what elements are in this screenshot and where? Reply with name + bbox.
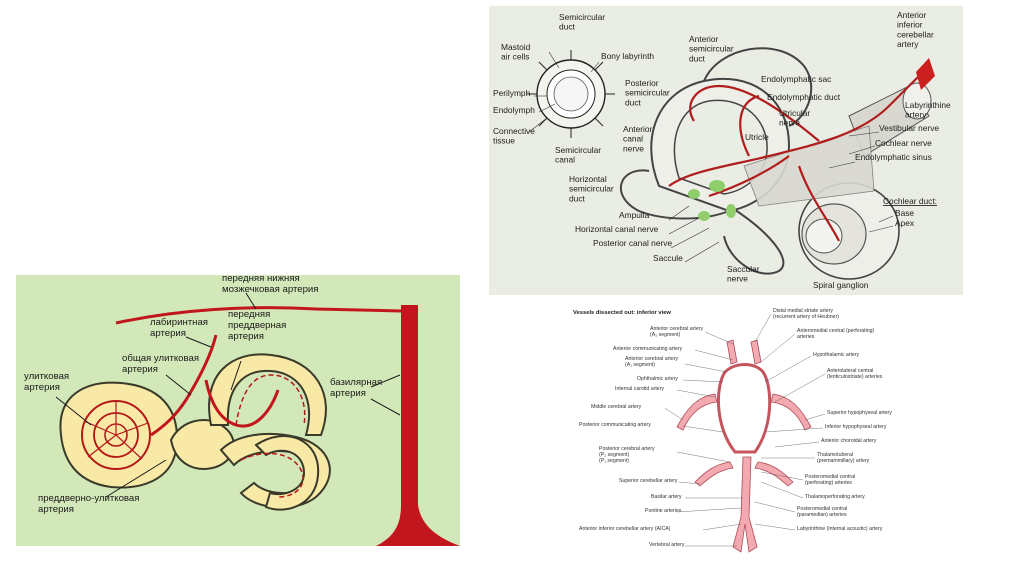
nerve-endings	[688, 180, 736, 221]
circle-of-willis-diagram: Vessels dissected out: inferior view	[573, 310, 812, 553]
circle-label-left-9: Basilar artery	[651, 494, 682, 500]
label-apex: Apex	[895, 218, 915, 228]
circle-label-right-1: Anteromedial central (perforating)arteri…	[797, 328, 875, 340]
circle-label-left-8: Superior cerebellar artery	[619, 478, 678, 484]
label-cochlear-duct: Cochlear duct:	[883, 196, 937, 206]
circle-label-right-9: Thalamoperforating artery	[805, 494, 865, 500]
label-endolymphatic-sinus: Endolymphatic sinus	[855, 152, 932, 162]
circle-ring	[716, 363, 772, 454]
russian-arteries	[115, 306, 402, 437]
circle-right-label-group: Distal medial striate artery(recurrent a…	[773, 308, 892, 532]
circle-labels-svg: Anterior cerebral artery(A₂ segment) Ant…	[579, 308, 892, 548]
circle-of-willis-panel: Vessels dissected out: inferior view	[565, 302, 915, 564]
basilar-artery	[376, 305, 460, 546]
circle-label-right-2: Hypothalamic artery	[813, 352, 860, 358]
circle-label-left-10: Pontine arteries	[645, 508, 682, 514]
circle-title: Vessels dissected out: inferior view	[573, 310, 671, 316]
circle-label-right-0: Distal medial striate artery(recurrent a…	[773, 308, 839, 320]
vestibule-canals	[169, 353, 331, 511]
label-ampulla: Ampulla	[619, 210, 650, 220]
cochlea-shape	[59, 381, 178, 489]
label-horizontal-canal-nerve: Horizontal canal nerve	[575, 224, 659, 234]
label-endolymphatic-duct: Endolymphatic duct	[767, 92, 841, 102]
circle-label-left-0: Anterior cerebral artery(A₂ segment)	[650, 326, 703, 338]
label-posterior-canal-nerve: Posterior canal nerve	[593, 238, 672, 248]
russian-dashed-vessels	[235, 374, 306, 498]
circle-label-right-4: Superior hypophyseal artery	[827, 410, 892, 416]
circle-label-right-11: Labyrinthine (internal acoustic) artery	[797, 526, 883, 532]
artery-tree	[676, 339, 812, 553]
ru-leader-lines	[55, 292, 401, 498]
circle-label-left-5: Middle cerebral artery	[591, 404, 642, 410]
label-saccule: Saccule	[653, 253, 683, 263]
aica-stump	[916, 58, 935, 90]
label-vestibular-nerve: Vestibular nerve	[879, 123, 939, 133]
ear-leader-lines	[528, 51, 894, 263]
circle-label-left-11: Anterior inferior cerebellar artery (AIC…	[579, 526, 671, 532]
circle-left-labels: Anterior cerebral artery(A₂ segment) Ant…	[565, 302, 915, 564]
label-endolymph: Endolymph	[493, 105, 535, 115]
circle-label-left-4: Internal carotid artery	[615, 386, 664, 392]
circle-label-left-1: Anterior communicating artery	[613, 346, 683, 352]
label-spiral-ganglion: Spiral ganglion	[813, 280, 869, 290]
circle-label-right-3: Anterolateral central(lenticulostriate) …	[827, 368, 883, 380]
circle-label-left-3: Ophthalmic artery	[637, 376, 678, 382]
semicircular-canal-cross-section	[527, 50, 615, 138]
circle-label-left-12: Vertebral artery	[649, 542, 685, 548]
label-bony-labyrinth: Bony labyrinth	[601, 51, 654, 61]
circle-label-left-2: Anterior cerebral artery(A₁ segment)	[625, 356, 678, 368]
label-perilymph: Perilymph	[493, 88, 531, 98]
label-base: Base	[895, 208, 914, 218]
circle-label-right-6: Anterior choroidal artery	[821, 438, 877, 444]
label-cochlear-nerve: Cochlear nerve	[875, 138, 932, 148]
circle-label-right-7: Thalamotuberal(premammillary) artery	[817, 452, 870, 464]
circle-label-right-10: Posteromedial central(paramedian) arteri…	[797, 506, 847, 518]
circle-left-label-group: Anterior cerebral artery(A₂ segment) Ant…	[579, 326, 703, 548]
circle-label-left-6: Posterior communicating artery	[579, 422, 651, 428]
ear-arteries	[668, 65, 930, 242]
circle-label-right-8: Posteromedial central(perforating) arter…	[805, 474, 855, 486]
circle-leader-lines	[664, 313, 826, 547]
label-utricle: Utricle	[745, 132, 769, 142]
label-endolymphatic-sac: Endolymphatic sac	[761, 74, 831, 84]
circle-label-left-7: Posterior cerebral artery(P₂ segment)(P₁…	[599, 446, 655, 464]
circle-label-right-5: Inferior hypophyseal artery	[825, 424, 887, 430]
